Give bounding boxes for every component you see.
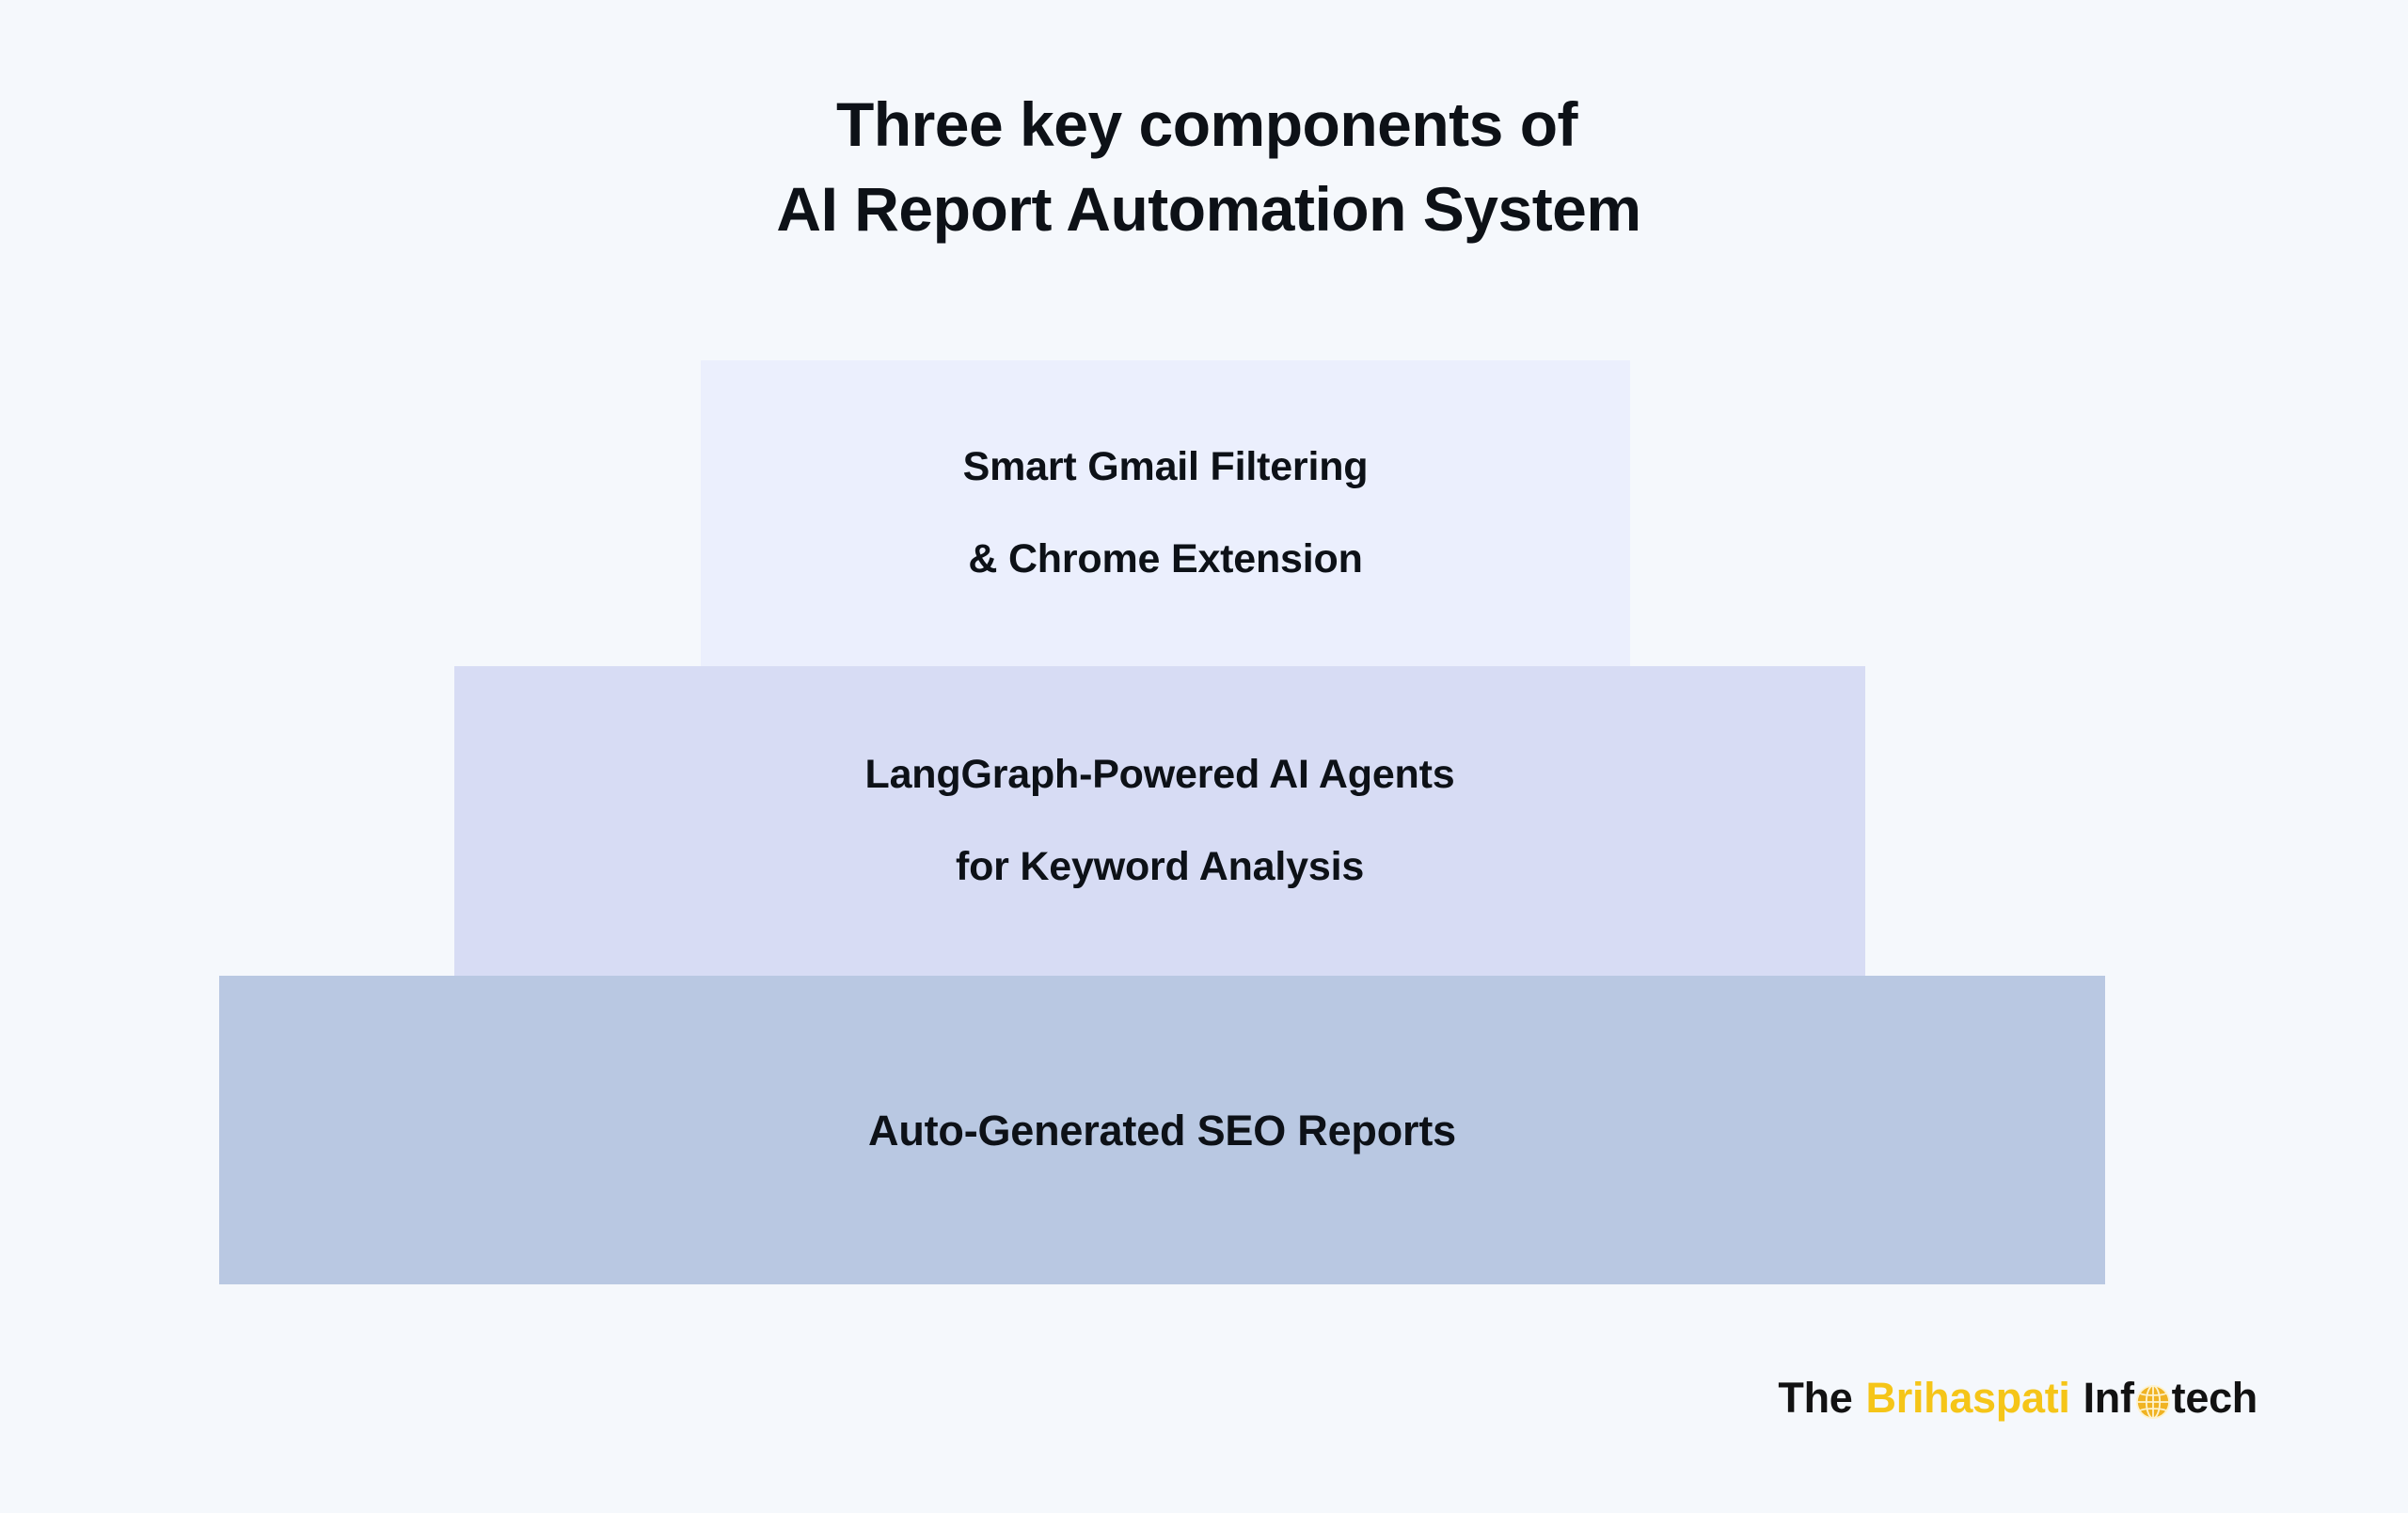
- pyramid-tier-top: Smart Gmail Filtering & Chrome Extension: [701, 360, 1630, 666]
- pyramid-tier-top-line-1: Smart Gmail Filtering: [962, 444, 1369, 489]
- company-logo: The Brihaspati Inf tech: [1778, 1377, 2258, 1419]
- logo-word-tech: tech: [2171, 1374, 2258, 1422]
- pyramid-tier-middle: LangGraph-Powered AI Agents for Keyword …: [454, 666, 1865, 976]
- pyramid-tier-middle-line-1: LangGraph-Powered AI Agents: [864, 752, 1455, 797]
- pyramid-tier-bottom: Auto-Generated SEO Reports: [219, 976, 2105, 1284]
- pyramid-tier-middle-line-2: for Keyword Analysis: [955, 844, 1365, 889]
- pyramid-diagram: Smart Gmail Filtering & Chrome Extension…: [0, 360, 2408, 1287]
- globe-icon: [2135, 1384, 2171, 1420]
- pyramid-tier-top-line-2: & Chrome Extension: [968, 536, 1363, 581]
- logo-word-the: The: [1778, 1374, 1853, 1422]
- title-line-2: AI Report Automation System: [776, 173, 1641, 244]
- title-line-1: Three key components of: [835, 89, 1578, 159]
- page-title: Three key components of AI Report Automa…: [0, 83, 2408, 252]
- logo-word-brihaspati: Brihaspati: [1865, 1374, 2070, 1422]
- pyramid-tier-bottom-line-1: Auto-Generated SEO Reports: [868, 1106, 1456, 1155]
- logo-word-inf: Inf: [2083, 1374, 2134, 1422]
